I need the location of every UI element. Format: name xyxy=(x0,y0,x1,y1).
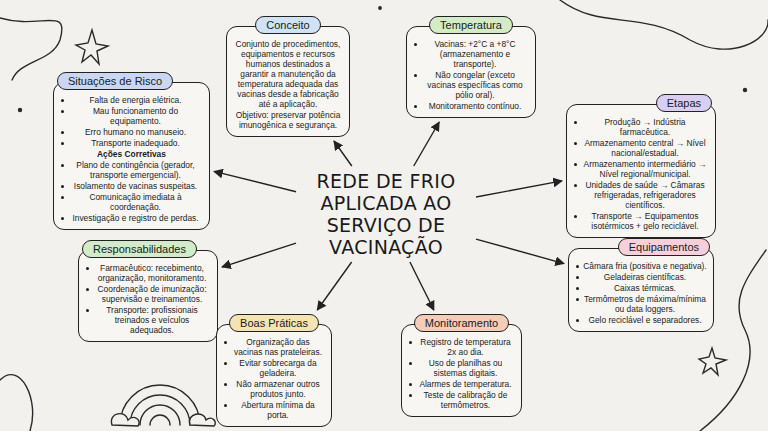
topic-body: Registro de temperatura 2x ao dia.Uso de… xyxy=(401,324,522,417)
connector-arrow xyxy=(476,181,562,197)
topic-item: Unidades de saúde → Câmaras refrigeradas… xyxy=(573,180,709,210)
topic-item: Teste de calibração de termômetros. xyxy=(408,390,515,410)
topic-item: Mau funcionamento do equipamento. xyxy=(60,106,203,126)
rainbow-doodle xyxy=(111,385,215,426)
topic-body: Conjunto de procedimentos, equipamentos … xyxy=(226,26,350,137)
topic-item: Evitar sobrecarga da geladeira. xyxy=(223,358,325,378)
topic-box: Situações de RiscoFalta de energia elétr… xyxy=(53,72,210,230)
connector-arrow xyxy=(214,171,296,191)
topic-item: Comunicação imediata à coordenação. xyxy=(60,192,203,212)
topic-item: Monitoramento contínuo. xyxy=(413,101,529,111)
topic-body: Produção → Indústria farmacêutica.Armaze… xyxy=(566,104,716,238)
topic-body: Vacinas: +2°C a +8°C (armazenamento e tr… xyxy=(406,26,536,118)
topic-item: Vacinas: +2°C a +8°C (armazenamento e tr… xyxy=(413,39,529,69)
topic-item: Plano de contingência (gerador, transpor… xyxy=(60,160,203,180)
squiggle-doodle xyxy=(0,18,62,80)
topic-item: Farmacêutico: recebimento, organização, … xyxy=(85,263,211,283)
topic-box: MonitoramentoRegistro de temperatura 2x … xyxy=(401,314,522,417)
doodle-dots xyxy=(19,7,747,112)
topic-item: Transporte inadequado. xyxy=(60,138,203,148)
connector-arrow xyxy=(410,262,434,310)
topic-item: Isolamento de vacinas suspeitas. xyxy=(60,181,203,191)
topic-item: Não armazenar outros produtos junto. xyxy=(223,379,325,399)
topic-item: Armazenamento intermediário → Nível regi… xyxy=(573,159,709,179)
topic-item: Geladeiras científicas. xyxy=(575,272,707,282)
star-doodle xyxy=(699,348,726,375)
topic-item: Conjunto de procedimentos, equipamentos … xyxy=(233,39,343,109)
topic-heading: Equipamentos xyxy=(618,238,710,256)
topic-box: TemperaturaVacinas: +2°C a +8°C (armazen… xyxy=(406,16,536,118)
topic-heading: Boas Práticas xyxy=(229,314,319,332)
topic-item: Transporte → Equipamentos isotérmicos + … xyxy=(573,211,709,231)
topic-box: ResponsabilidadesFarmacêutico: recebimen… xyxy=(78,240,218,342)
connector-arrow xyxy=(414,122,439,166)
central-topic: REDE DE FRIO APLICADA AO SERVIÇO DE VACI… xyxy=(300,170,472,258)
topic-item: Caixas térmicas. xyxy=(575,283,707,293)
topic-item: Abertura mínima da porta. xyxy=(223,400,325,420)
topic-item: Investigação e registro de perdas. xyxy=(60,213,203,223)
topic-body: Falta de energia elétrica.Mau funcioname… xyxy=(53,82,210,230)
topic-item: Gelo reciclável e separadores. xyxy=(575,315,707,325)
topic-item: Objetivo: preservar potência imunogênica… xyxy=(233,110,343,130)
topic-heading: Situações de Risco xyxy=(57,72,173,90)
topic-item: Câmara fria (positiva e negativa). xyxy=(575,261,707,271)
topic-item: Coordenação de imunização: supervisão e … xyxy=(85,284,211,304)
topic-box: ConceitoConjunto de procedimentos, equip… xyxy=(226,16,350,137)
topic-item: Erro humano no manuseio. xyxy=(60,127,203,137)
topic-heading: Temperatura xyxy=(429,16,513,34)
topic-item: Armazenamento central → Nível nacional/e… xyxy=(573,138,709,158)
connector-arrow xyxy=(222,243,296,267)
topic-item: Falta de energia elétrica. xyxy=(60,95,203,105)
central-title: REDE DE FRIO APLICADA AO SERVIÇO DE VACI… xyxy=(300,170,472,258)
topic-item: Uso de planilhas ou sistemas digitais. xyxy=(408,358,515,378)
topic-box: EquipamentosCâmara fria (positiva e nega… xyxy=(568,238,714,332)
topic-heading: Responsabilidades xyxy=(82,240,197,258)
topic-heading: Etapas xyxy=(656,94,712,112)
topic-item: Organização das vacinas nas prateleiras. xyxy=(223,337,325,357)
topic-item: Ações Corretivas xyxy=(60,149,203,159)
connector-arrow xyxy=(317,262,351,310)
topic-item: Transporte: profissionais treinados e ve… xyxy=(85,305,211,335)
topic-box: Boas PráticasOrganização das vacinas nas… xyxy=(216,314,332,427)
connector-arrow xyxy=(476,239,564,264)
squiggle-doodle xyxy=(560,0,768,49)
topic-heading: Monitoramento xyxy=(414,314,509,332)
topic-item: Termômetros de máxima/mínima ou data log… xyxy=(575,294,707,314)
star-doodle xyxy=(76,30,108,64)
topic-body: Câmara fria (positiva e negativa).Gelade… xyxy=(568,248,714,332)
topic-item: Não congelar (exceto vacinas específicas… xyxy=(413,70,529,100)
topic-item: Produção → Indústria farmacêutica. xyxy=(573,117,709,137)
squiggle-doodle xyxy=(0,375,33,431)
topic-body: Farmacêutico: recebimento, organização, … xyxy=(78,250,218,342)
topic-body: Organização das vacinas nas prateleiras.… xyxy=(216,324,332,427)
topic-item: Registro de temperatura 2x ao dia. xyxy=(408,337,515,357)
topic-item: Alarmes de temperatura. xyxy=(408,379,515,389)
topic-heading: Conceito xyxy=(255,16,320,34)
connector-arrow xyxy=(334,141,352,166)
topic-box: EtapasProdução → Indústria farmacêutica.… xyxy=(566,94,716,238)
